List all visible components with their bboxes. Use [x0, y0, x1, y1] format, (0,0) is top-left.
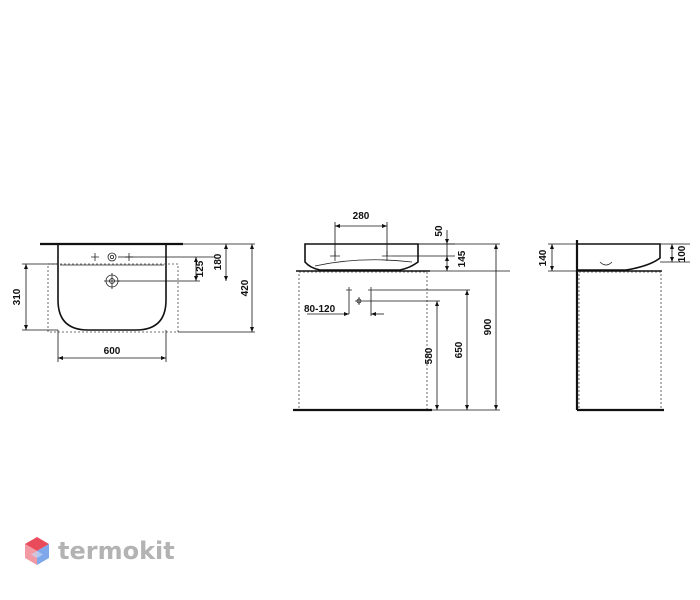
- profile-cabinet: [578, 271, 662, 411]
- dim-580-label: 580: [424, 347, 435, 364]
- crosshair-left: [91, 253, 99, 261]
- cabinet-outline: [298, 271, 428, 411]
- logo-center-facet: [31, 551, 43, 558]
- pipe-mark-3: [355, 297, 363, 305]
- pipe-mark-2: [368, 287, 374, 293]
- profile-view: 140 100: [538, 240, 690, 412]
- dim-600-label: 600: [104, 346, 121, 357]
- tap-hole: [107, 252, 117, 262]
- dim-100-arrows: [670, 244, 674, 262]
- basin-outline: [57, 245, 167, 331]
- pipe-mark-1: [346, 287, 352, 293]
- dim-140-label: 140: [538, 249, 549, 266]
- profile-drain-curve: [599, 261, 613, 266]
- dim-80-120-label: 80-120: [304, 304, 336, 315]
- dim-50-label: 50: [434, 225, 445, 237]
- brand-logo-icon: [25, 537, 49, 565]
- dim-180-label: 180: [213, 253, 224, 270]
- dim-420-label: 420: [240, 279, 251, 296]
- dim-80-120-arrow: [344, 312, 349, 316]
- side-view: 280 50 145 80-120 580 650 900: [293, 211, 510, 412]
- dim-100-label: 100: [677, 245, 688, 262]
- dim-125-label: 125: [195, 260, 206, 277]
- dim-80-120-arrow-right: [371, 312, 376, 316]
- side-bowl-curve: [314, 259, 413, 267]
- dim-900-label: 900: [483, 318, 494, 335]
- dashed-boundary: [47, 263, 179, 333]
- dim-310-label: 310: [12, 288, 23, 305]
- front-view: 125 180 420 310 600: [12, 242, 255, 362]
- profile-basin: [578, 243, 661, 271]
- dim-650-label: 650: [454, 341, 465, 358]
- pipe-mark-3-circle: [356, 298, 362, 304]
- brand-watermark: termokit: [24, 536, 175, 566]
- dim-145-label: 145: [457, 250, 468, 267]
- dim-145-arrow: [445, 266, 449, 271]
- side-basin: [304, 243, 419, 271]
- dim-125-arrows: [194, 257, 198, 281]
- brand-name: termokit: [58, 537, 175, 565]
- dim-280-label: 280: [353, 211, 370, 222]
- tap-hole-center: [110, 254, 115, 259]
